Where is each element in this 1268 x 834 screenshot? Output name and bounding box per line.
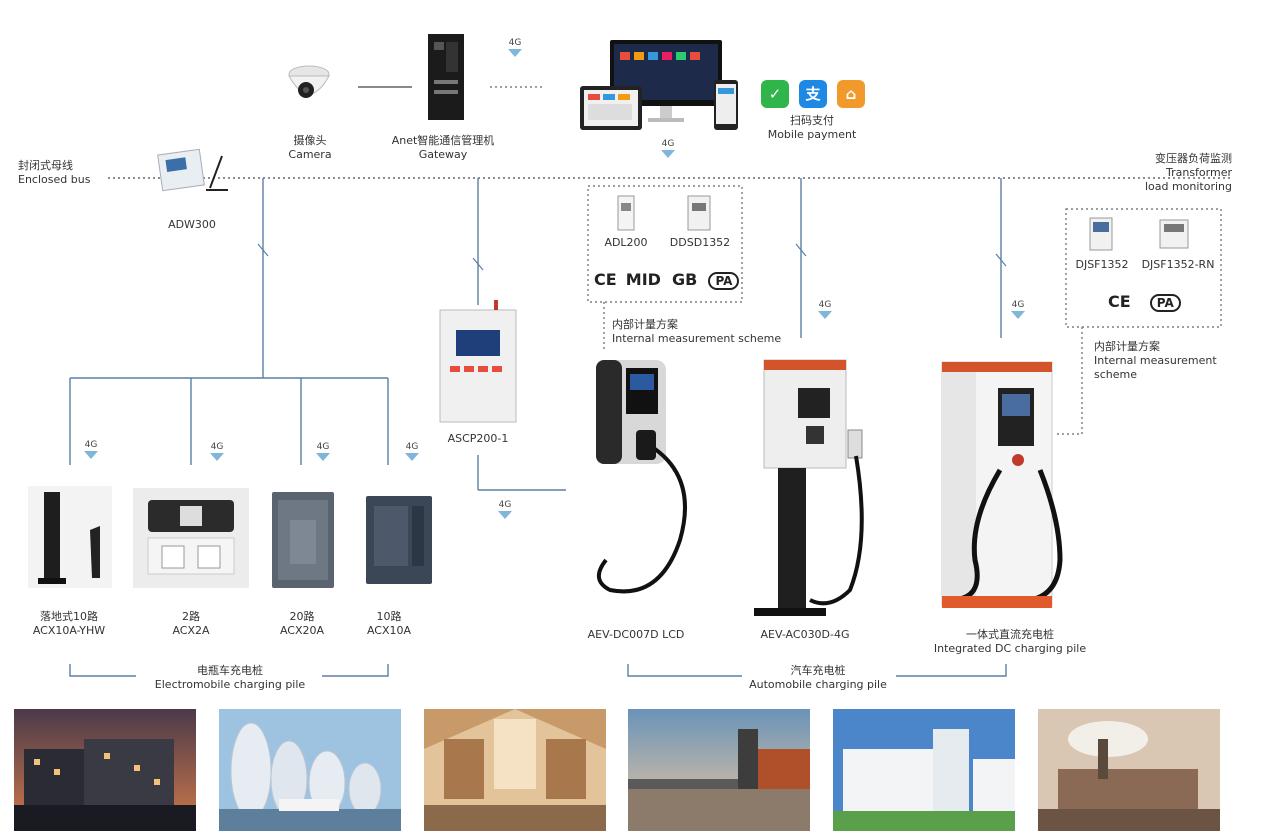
cert-row-1: CE MID GB PA xyxy=(594,270,740,292)
ev2-label: AEV-AC030D-4G xyxy=(760,628,850,641)
djsf1352-rn-label: DJSF1352-RN xyxy=(1141,258,1215,271)
cert-ce-2: CE xyxy=(1108,292,1131,311)
signal-ev3: 4G xyxy=(1006,300,1030,319)
ev1-charger-icon xyxy=(596,360,687,594)
djsf1352-rn-icon xyxy=(1159,219,1189,249)
ev2-charger-icon xyxy=(754,359,864,616)
signal-ev2: 4G xyxy=(813,300,837,319)
signal-ascp: 4G xyxy=(493,500,517,519)
scene-photo-residential xyxy=(14,709,196,831)
group1-left-bracket xyxy=(69,664,136,677)
signal-pile3: 4G xyxy=(311,442,335,461)
ddsd1352-icon xyxy=(687,195,711,231)
group2-right-bracket xyxy=(896,664,1007,677)
ddsd1352-label: DDSD1352 xyxy=(669,236,731,249)
pile2-icon xyxy=(133,488,249,588)
ev1-label: AEV-DC007D LCD xyxy=(587,628,685,641)
ev3-charger-icon xyxy=(941,361,1063,608)
camera-icon xyxy=(288,65,330,98)
cert-gb: GB xyxy=(672,270,698,289)
pile3-icon xyxy=(272,492,334,588)
cert-row-2: CE PA xyxy=(1108,292,1198,314)
signal-payment: 4G xyxy=(656,139,680,158)
cert-ce: CE xyxy=(594,270,617,289)
monitor-icon xyxy=(610,40,722,122)
group2-left-bracket xyxy=(627,664,742,677)
wechat-pay-icon: ✓ xyxy=(761,80,789,108)
adl200-label: ADL200 xyxy=(604,236,648,249)
cert-pa: PA xyxy=(708,272,740,290)
cert-pa-2: PA xyxy=(1149,294,1181,312)
union-pay-icon: ⌂ xyxy=(837,80,865,108)
signal-pile2: 4G xyxy=(205,442,229,461)
adw300-label: ADW300 xyxy=(168,218,216,231)
ascp200-icon xyxy=(439,300,517,423)
pile1-icon xyxy=(28,486,112,588)
signal-pile1: 4G xyxy=(79,440,103,459)
scene-photo-riverside xyxy=(628,709,810,831)
alipay-icon: 支 xyxy=(799,80,827,108)
djsf1352-label: DJSF1352 xyxy=(1075,258,1129,271)
scene-photo-mall xyxy=(424,709,606,831)
ascp200-label: ASCP200-1 xyxy=(447,432,509,445)
phone-icon xyxy=(714,80,738,130)
cert-mid: MID xyxy=(625,270,661,289)
gateway-icon xyxy=(428,34,464,120)
signal-gateway: 4G xyxy=(503,38,527,57)
scene-photo-factory xyxy=(833,709,1015,831)
meter-box-2 xyxy=(1065,208,1222,328)
scene-photo-waterfront xyxy=(219,709,401,831)
pile4-icon xyxy=(366,496,432,584)
group1-right-bracket xyxy=(322,664,389,677)
adw300-icon xyxy=(157,148,228,192)
djsf1352-icon xyxy=(1089,217,1113,251)
meter-box-1 xyxy=(587,185,743,303)
signal-pile4: 4G xyxy=(400,442,424,461)
tablet-icon xyxy=(580,86,642,130)
scene-photo-industrial xyxy=(1038,709,1220,831)
adl200-icon xyxy=(617,195,635,231)
